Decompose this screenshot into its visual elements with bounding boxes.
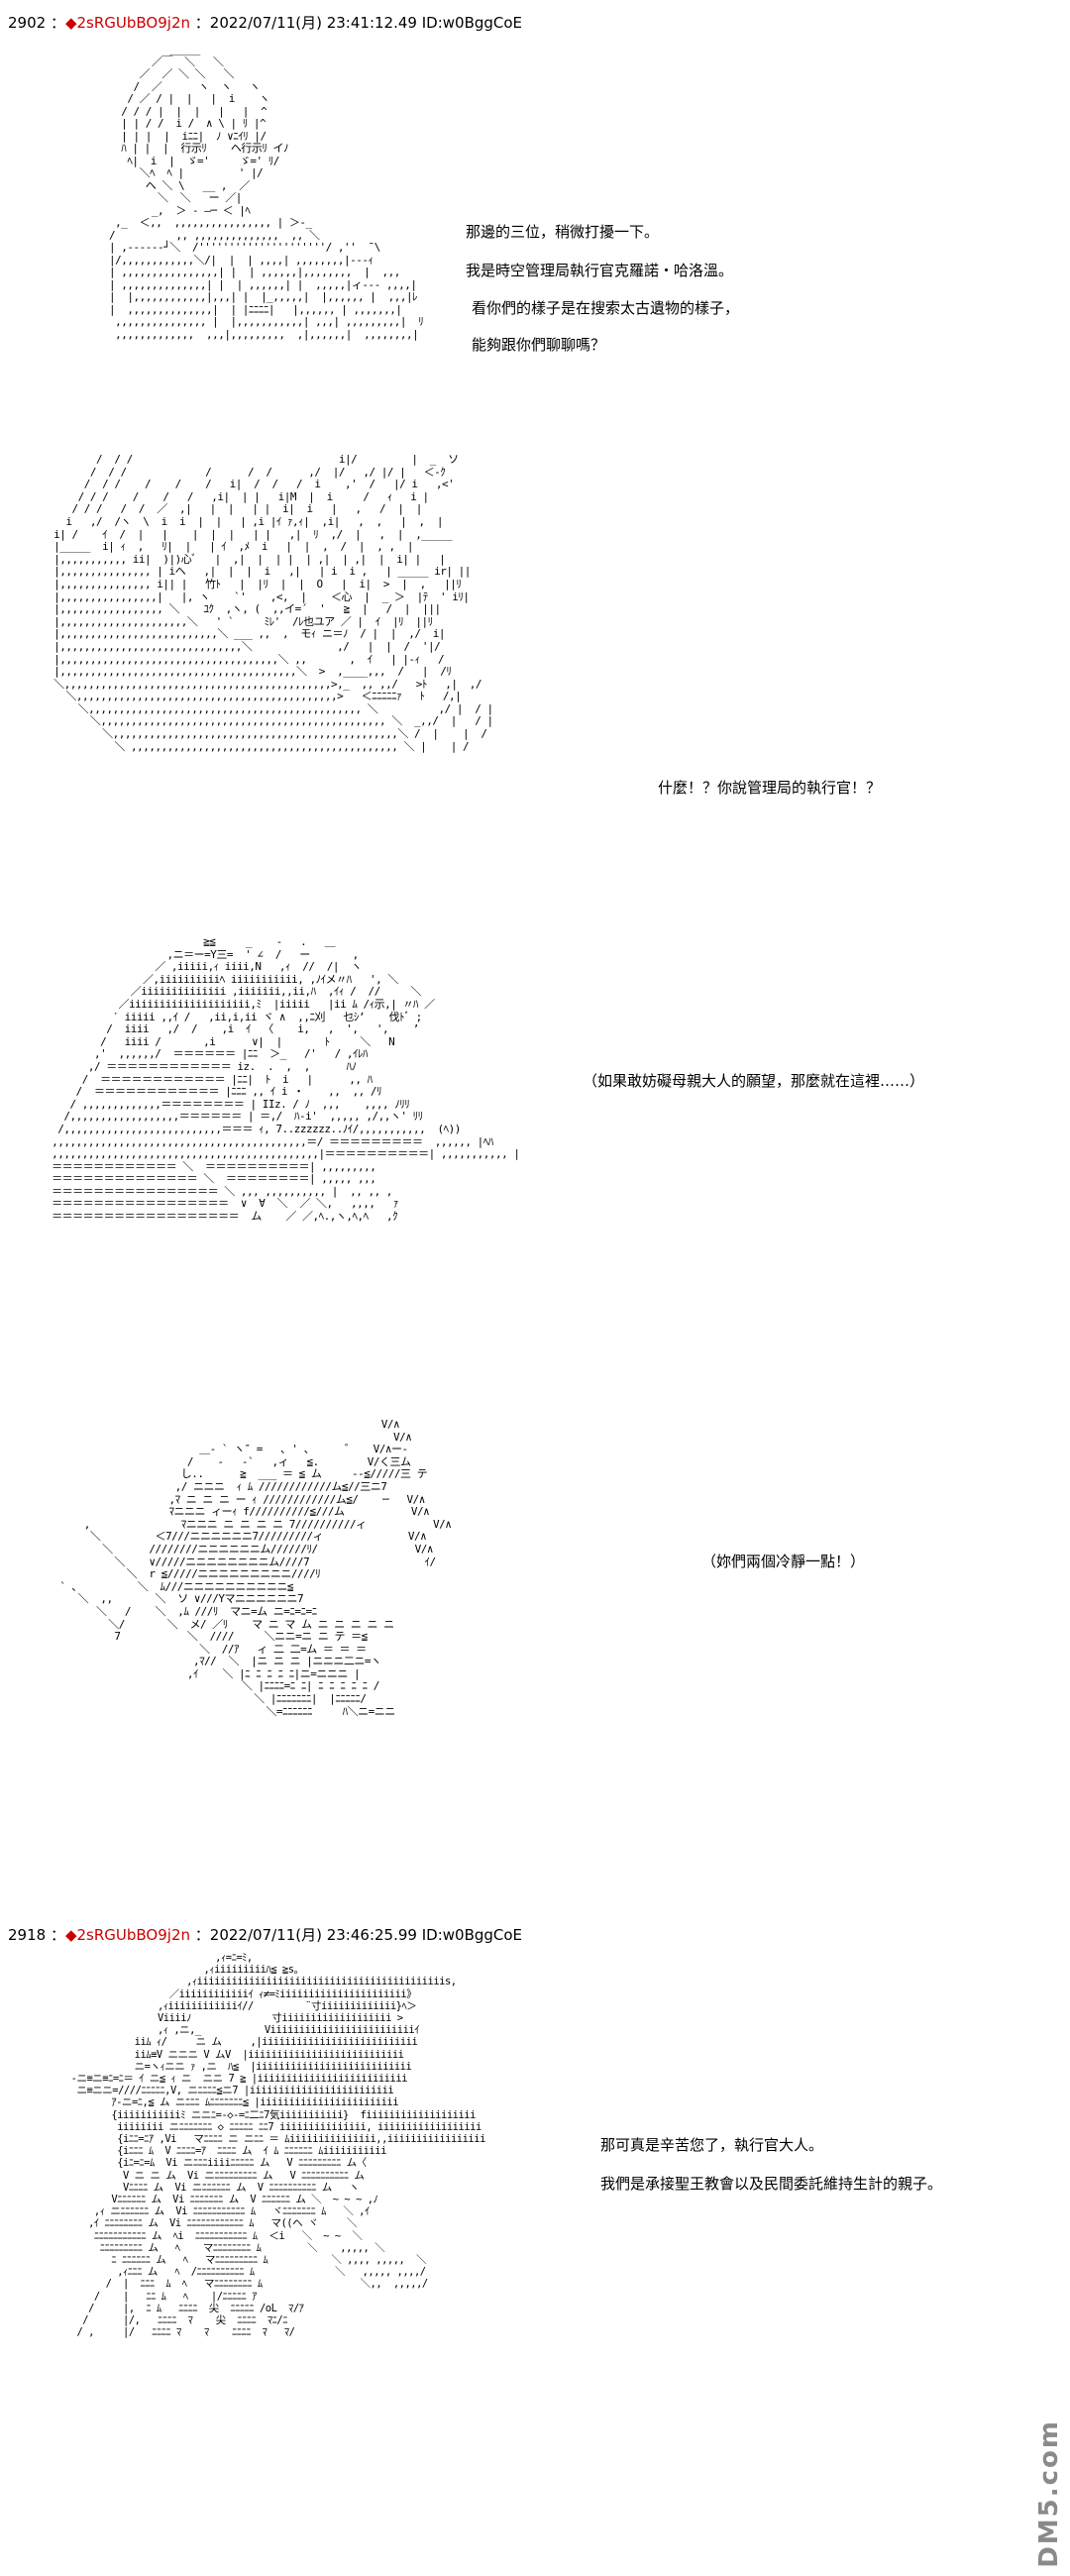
dialogue-line: （妳們兩個冷靜一點！） — [701, 1553, 866, 1570]
dialogue-line: （如果敢妨礙母親大人的願望，那麼就在這裡……） — [583, 1072, 925, 1090]
post-date: 2022/07/11(月) 23:41:12.49 — [209, 14, 417, 32]
post-trip[interactable]: ◆2sRGUbBO9j2n — [64, 1926, 191, 1944]
dialogue-line: 我是時空管理局執行官克羅諾・哈洛溫。 — [466, 262, 734, 279]
post-id: ID:w0BggCoE — [421, 1926, 523, 1944]
dialogue-line: 能夠跟你們聊聊嗎？ — [472, 336, 606, 354]
ascii-art-angry-girl: / / / i|/ | _ ソ / / / / / / ,/ |/ ,/ |/ … — [54, 453, 493, 753]
post-header-2: 2918 ：◆2sRGUbBO9j2n ：2022/07/11(月) 23:46… — [8, 1926, 523, 1944]
dialogue-line: 那邊的三位，稍微打擾一下。 — [466, 223, 660, 241]
post-header-1: 2902 ：◆2sRGUbBO9j2n ：2022/07/11(月) 23:41… — [8, 14, 523, 32]
site-watermark: DM5.com — [1034, 2419, 1064, 2568]
post-number: 2902 — [8, 14, 47, 32]
watermark-text: DM5.com — [1034, 2419, 1064, 2568]
ascii-art-boy: _____ ／￣ ＼ ＼ ／ ／ ＼ ＼ ＼ / ／ ヽ ヽ ヽ / ／ / |… — [109, 43, 424, 341]
dialogue-line: 什麼！？你說管理局的執行官！？ — [658, 779, 882, 797]
ascii-art-girl-with-hat: ≧≦ _ ‐ . ＿ ,ニ＝ー=Y三= ' ∠ / ー , ／ ,iiiii,ｨ… — [52, 935, 520, 1224]
ascii-art-armored-figure: V/∧ V/∧ ＿‐ ` ヽ″ = ､ ' 、 ゛ V/∧ー‐ / ‐ -` ,… — [59, 1418, 452, 1718]
ascii-art-woman-long-hair: ,ｨ=ﾆ=ﾐ, ,ｨiiiiiiiiiﾊ≦ ≧s。 ,ｨiiiiiiiiiiii… — [70, 1952, 486, 2339]
post-id: ID:w0BggCoE — [421, 14, 523, 32]
post-number: 2918 — [8, 1926, 47, 1944]
dialogue-line: 那可真是辛苦您了，執行官大人。 — [600, 2136, 824, 2154]
post-trip[interactable]: ◆2sRGUbBO9j2n — [64, 14, 191, 32]
dialogue-line: 看你們的樣子是在搜索太古遺物的樣子， — [472, 299, 740, 317]
dialogue-line: 我們是承接聖王教會以及民間委託維持生計的親子。 — [600, 2175, 943, 2193]
post-date: 2022/07/11(月) 23:46:25.99 — [209, 1926, 417, 1944]
